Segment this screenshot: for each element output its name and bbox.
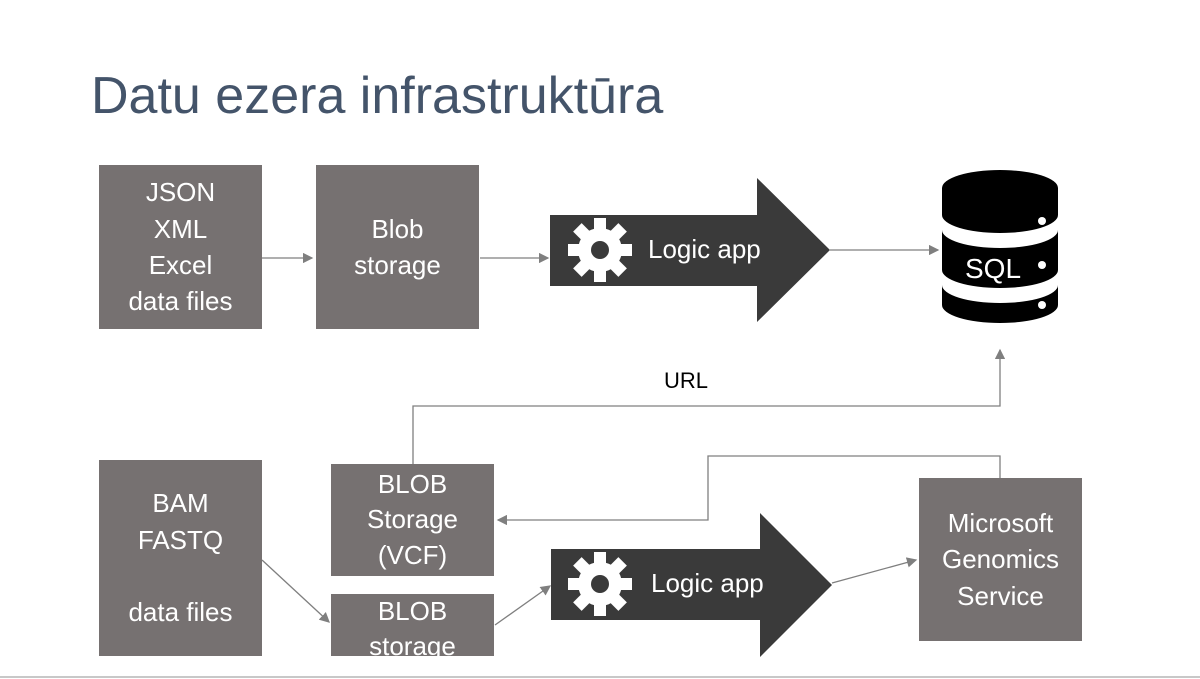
blob-storage-box-bottom: BLOB storage — [331, 594, 494, 656]
node-line: storage — [354, 250, 441, 280]
blob-storage-vcf-box: BLOB Storage (VCF) — [331, 464, 494, 576]
sql-label: SQL — [965, 253, 1022, 284]
gear-icon — [568, 218, 632, 282]
slide-bottom-border — [0, 676, 1200, 678]
edge-vcf-to-sql — [412, 348, 1006, 464]
source-files-box-bottom: BAM FASTQ data files — [99, 460, 262, 656]
logic-arrow-top-shape — [550, 178, 830, 322]
node-line: Blob — [371, 213, 424, 244]
node-line: (VCF) — [377, 539, 448, 570]
node-line: XML — [153, 213, 208, 244]
logic-arrow-bottom-shape — [551, 513, 832, 657]
node-line: storage — [369, 631, 456, 656]
logic-app-label-bottom: Logic app — [651, 568, 764, 598]
node-line: BLOB — [377, 469, 448, 500]
node-line: Microsoft — [947, 507, 1054, 538]
node-line: Excel — [148, 250, 213, 280]
node-line: Storage — [366, 504, 459, 535]
node-line: Service — [957, 580, 1044, 611]
edge-source-to-blob-bottom — [261, 559, 330, 623]
edge-blob-to-logic-bottom — [494, 585, 552, 626]
source-files-box-top: JSON XML Excel data files — [99, 165, 262, 329]
node-line: BLOB — [377, 596, 448, 626]
gear-icon — [568, 552, 632, 616]
logic-app-label-top: Logic app — [648, 234, 761, 264]
blob-storage-box-top: Blob storage — [316, 165, 479, 329]
node-line: data files — [128, 286, 233, 317]
edge-logic-to-genomics — [831, 557, 918, 584]
node-line: JSON — [145, 177, 216, 208]
node-line: FASTQ — [137, 524, 224, 555]
node-line: Genomics — [941, 544, 1060, 575]
genomics-service-box: Microsoft Genomics Service — [919, 478, 1082, 641]
node-line: data files — [128, 597, 233, 628]
node-line: BAM — [152, 488, 209, 519]
edge-genomics-to-vcf — [496, 455, 1001, 526]
url-label: URL — [664, 368, 709, 393]
slide-title: Datu ezera infrastruktūra — [91, 67, 664, 125]
database-icon — [942, 170, 1058, 323]
